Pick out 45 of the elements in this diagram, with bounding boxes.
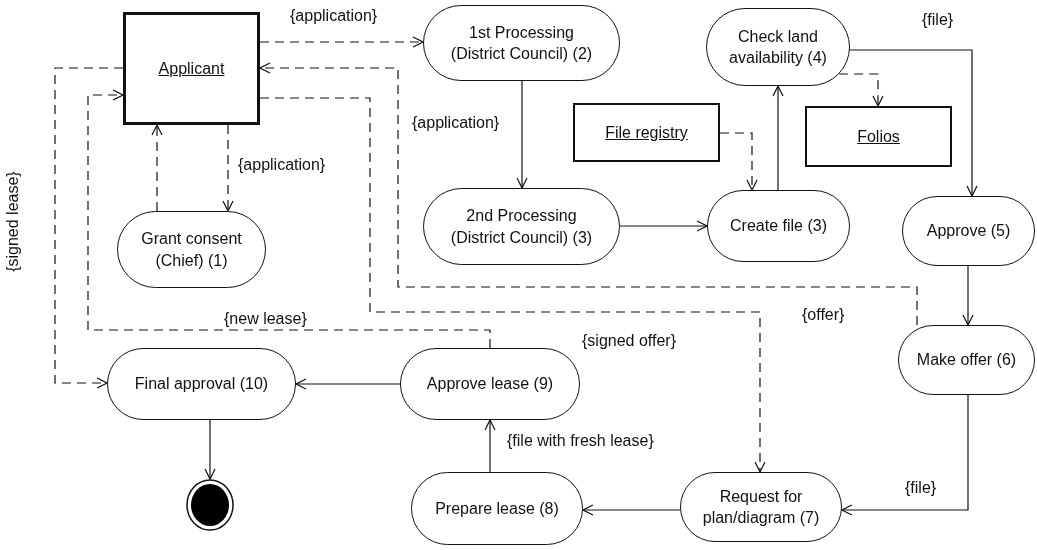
arrow xyxy=(259,36,424,48)
activity-label: Make offer (6) xyxy=(916,350,1017,371)
arrow xyxy=(841,394,969,516)
arrow xyxy=(582,504,681,516)
arrow xyxy=(772,85,784,191)
edge-label: {file} xyxy=(903,478,939,498)
edge-label: {file} xyxy=(920,10,956,30)
activity-label: Prepare lease (8) xyxy=(435,498,559,519)
object-box xyxy=(123,12,260,125)
arrow xyxy=(619,220,708,232)
edge-label: {application} xyxy=(288,6,380,26)
activity-label: Check land availability (4) xyxy=(728,26,828,68)
edge-label: {new lease} xyxy=(222,309,309,329)
object-box xyxy=(573,103,720,162)
arrow xyxy=(962,265,974,326)
activity-label: Grant consent (Chief) (1) xyxy=(140,229,243,271)
activity-label: Approve lease (9) xyxy=(426,374,554,395)
edge-label: {application} xyxy=(236,155,328,175)
arrow xyxy=(151,124,163,212)
arrow xyxy=(54,67,124,389)
arrow xyxy=(484,419,496,473)
arrow xyxy=(719,132,758,191)
object-name: Applicant xyxy=(158,58,225,79)
arrow xyxy=(259,97,766,473)
arrow xyxy=(204,419,216,480)
activity-label: Create file (3) xyxy=(730,216,827,237)
activity-label: Approve (5) xyxy=(926,221,1011,242)
object-name: File registry xyxy=(605,122,688,143)
arrow xyxy=(849,49,978,197)
object-name: Folios xyxy=(857,126,900,147)
edge-label: {application} xyxy=(410,113,502,133)
activity-label: Request for plan/diagram (7) xyxy=(701,486,821,528)
arrow xyxy=(87,89,491,349)
arrow xyxy=(838,73,884,107)
edge-label: {offer} xyxy=(800,305,847,325)
object-box xyxy=(805,106,952,167)
arrow xyxy=(516,80,528,189)
arrow xyxy=(222,124,234,212)
activity-label: 1st Processing (District Council) (2) xyxy=(449,22,594,64)
edge-label: {signed offer} xyxy=(580,331,678,351)
activity-label: Final approval (10) xyxy=(134,374,269,395)
activity-label: 2nd Processing (District Council) (3) xyxy=(449,206,594,248)
edge-label: {file with fresh lease} xyxy=(505,431,656,451)
arrow xyxy=(295,378,401,390)
arrow xyxy=(259,62,918,326)
